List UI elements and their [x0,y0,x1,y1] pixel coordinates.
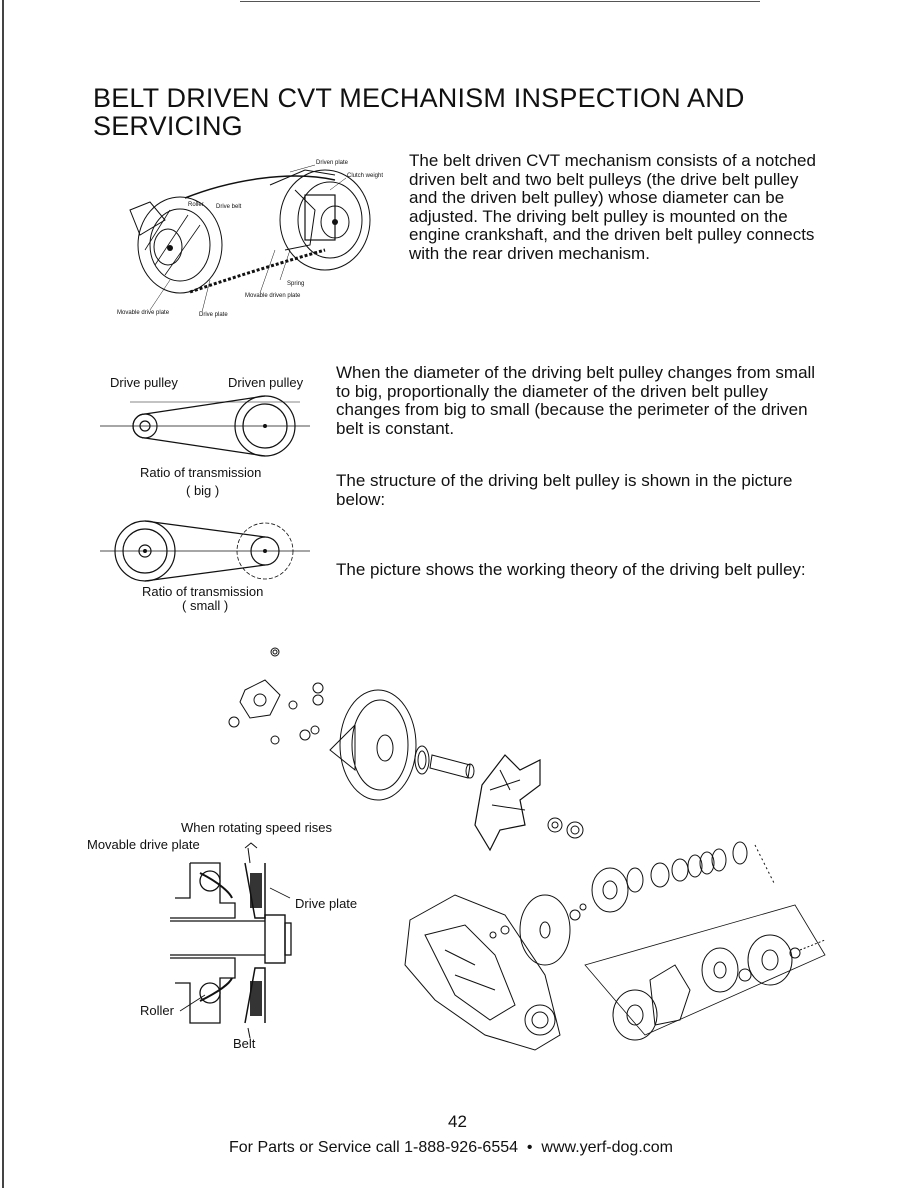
ratio-big-line2: ( big ) [186,483,220,498]
ratio-big-diagram [100,395,310,457]
label-drive-pulley: Drive pulley [110,375,178,390]
scan-edge-left [2,0,4,1188]
label-movable-drive-plate: Movable drive plate [117,310,170,316]
structure-paragraph: The structure of the driving belt pulley… [336,471,793,509]
driving-pulley-exploded-view [228,647,584,852]
label-spring: Spring [287,281,305,287]
working-theory-diagram [170,842,292,1039]
ratio-big-line1: Ratio of transmission [140,465,262,480]
footer-contact: For Parts or Service call 1-888-926-6554… [229,1139,673,1156]
label-movable-driven-plate: Movable driven plate [245,293,301,299]
label-theory-belt: Belt [233,1036,256,1051]
label-driven-pulley: Driven pulley [228,375,304,390]
label-theory-movable-drive-plate: Movable drive plate [87,837,200,852]
driven-pulley-exploded-view [404,841,826,1051]
page-number: 42 [448,1112,467,1131]
ratio-small-line1: Ratio of transmission [142,584,264,599]
label-driven-plate: Driven plate [316,160,349,166]
ratio-small-line2: ( small ) [182,598,229,613]
label-drive-belt: Drive belt [216,204,242,210]
label-drive-plate: Drive plate [199,312,228,318]
theory-paragraph: The picture shows the working theory of … [336,560,806,579]
scan-edge-top [240,1,760,2]
label-clutch-weight: Clutch weight [347,173,384,179]
intro-paragraph: The belt driven CVT mechanism consists o… [409,151,816,263]
page-title: BELT DRIVEN CVT MECHANISM INSPECTION AND… [93,83,745,141]
label-when-rotating: When rotating speed rises [181,820,333,835]
diameter-paragraph: When the diameter of the driving belt pu… [336,363,816,438]
cvt-assembly-illustration [129,164,371,313]
label-roller: Roller [188,202,204,208]
label-theory-drive-plate: Drive plate [295,896,358,911]
ratio-small-diagram [100,520,310,582]
label-theory-roller: Roller [140,1003,174,1018]
